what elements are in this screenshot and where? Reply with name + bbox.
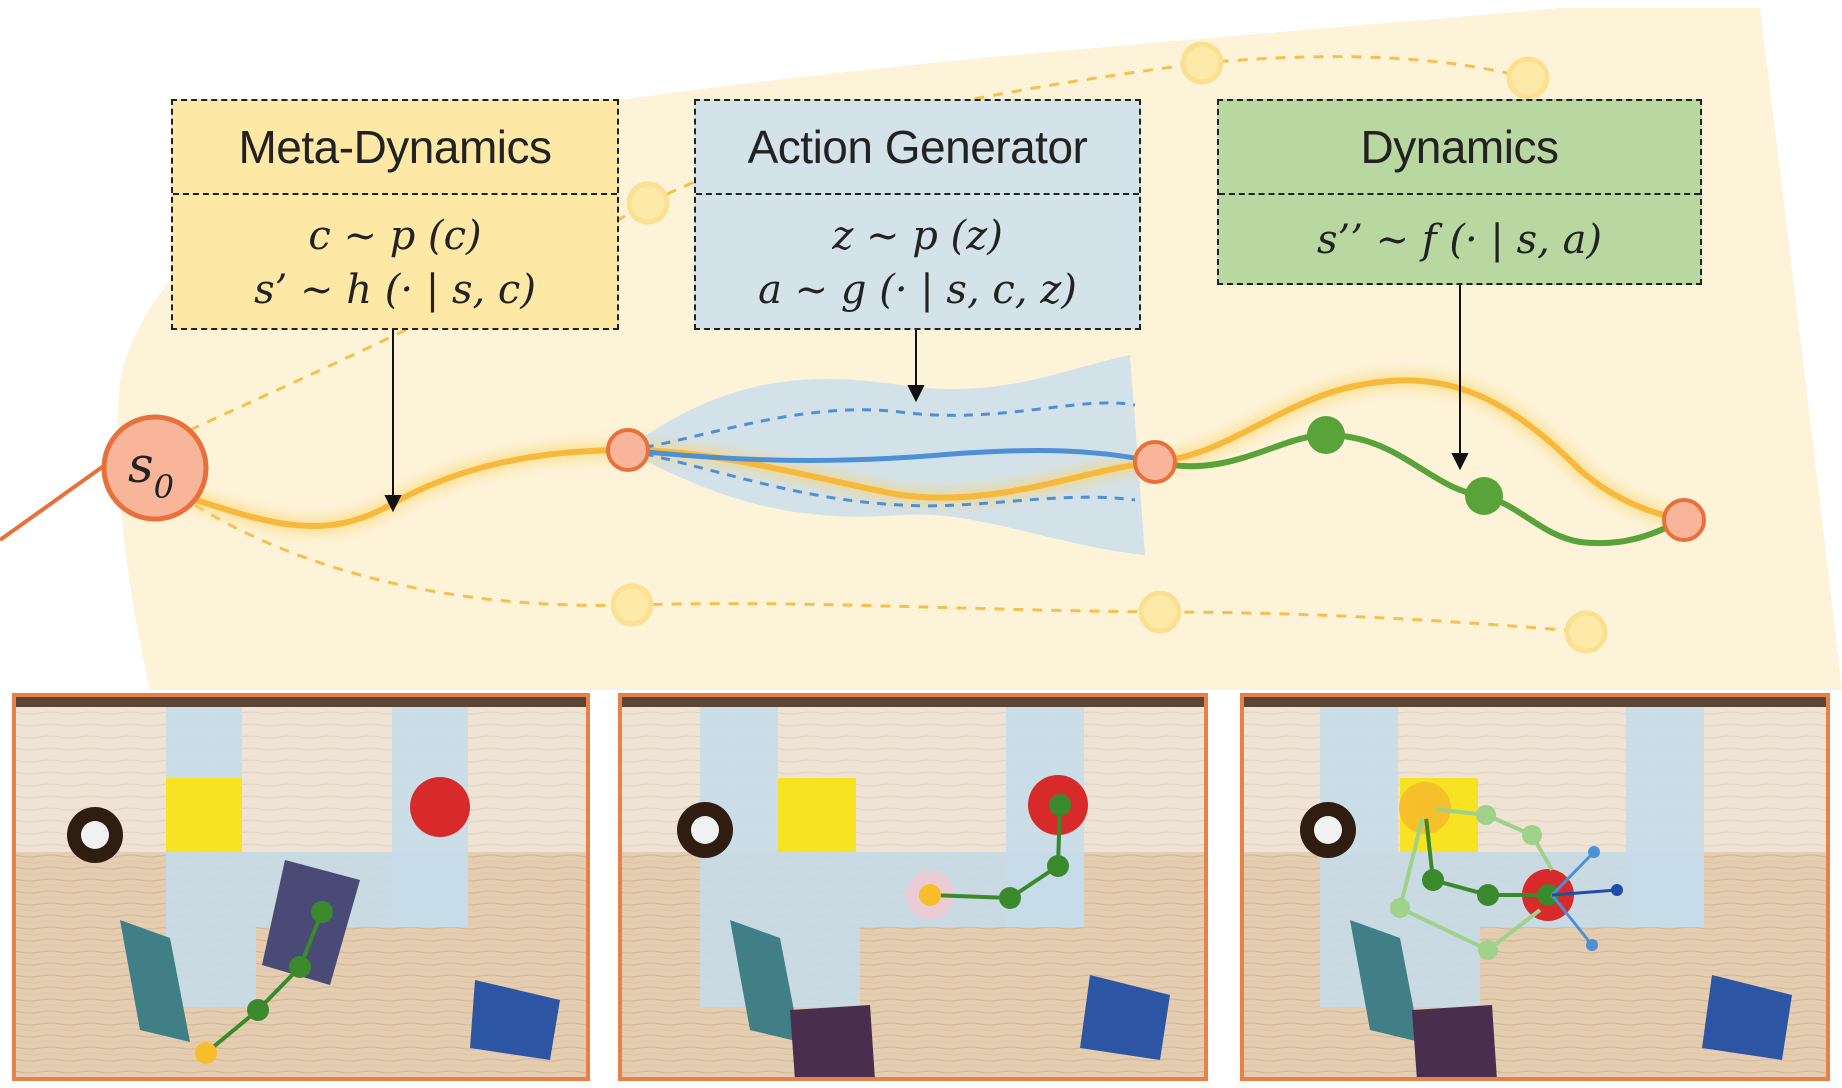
dynamics-node-1 <box>1307 416 1345 454</box>
box-arrows <box>384 284 1469 513</box>
meta-dynamics-title: Meta-Dynamics <box>173 101 617 195</box>
dynamics-box: Dynamics s’’ ∼ f (· | s, a) <box>1217 99 1702 285</box>
entry-line <box>0 463 107 542</box>
start-state-node <box>101 414 209 522</box>
meta-dynamics-box: Meta-Dynamics c ∼ p (c) s’ ∼ h (· | s, c… <box>171 99 619 330</box>
action-distribution-band <box>625 355 1145 555</box>
action-generator-box: Action Generator z ∼ p (z) a ∼ g (· | s,… <box>694 99 1141 330</box>
alternative-states <box>610 41 1608 654</box>
action-generator-eq-1: z ∼ p (z) <box>832 212 1003 259</box>
scene-panel-1 <box>12 693 590 1081</box>
main-trajectory <box>179 377 1685 530</box>
action-samples <box>627 401 1156 508</box>
meta-dynamics-eq-1: c ∼ p (c) <box>308 212 482 259</box>
meta-dynamics-eq-2: s’ ∼ h (· | s, c) <box>254 266 536 313</box>
dynamics-title: Dynamics <box>1219 101 1700 195</box>
dynamics-trajectory <box>1154 431 1686 547</box>
dynamics-eq-1: s’’ ∼ f (· | s, a) <box>1316 217 1603 263</box>
state-node-4 <box>1662 498 1706 542</box>
scene-panel-2 <box>618 693 1208 1081</box>
action-generator-eq-2: a ∼ g (· | s, c, z) <box>758 266 1077 313</box>
action-generator-title: Action Generator <box>696 101 1139 195</box>
state-node-3 <box>1133 440 1177 484</box>
start-state-label: s0 <box>128 436 174 506</box>
state-node-2 <box>606 428 650 472</box>
dynamics-node-2 <box>1465 477 1503 515</box>
scene-panel-3 <box>1240 693 1830 1081</box>
